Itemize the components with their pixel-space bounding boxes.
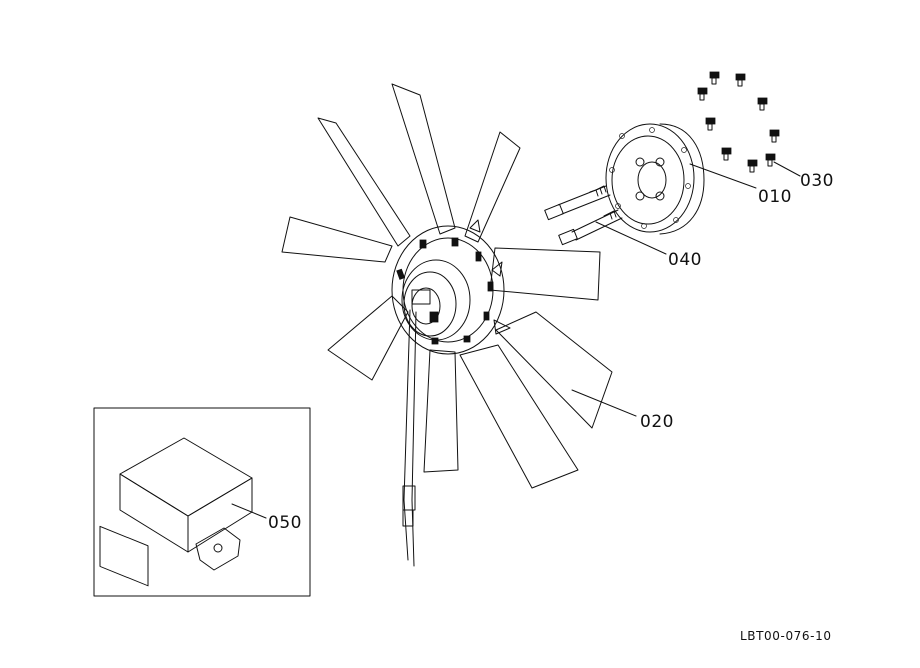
leader-040: [595, 221, 667, 255]
wire-connector: [402, 509, 414, 527]
ring-window: [483, 311, 490, 321]
flange-bolt-hole: [619, 133, 625, 139]
leader-050: [231, 503, 267, 519]
part-label-020: 020: [640, 412, 674, 432]
drawing-code: LBT00-076-10: [740, 629, 832, 643]
small-bolts: [697, 71, 780, 173]
flange-bolt-hole: [609, 167, 615, 173]
leader-010: [689, 163, 757, 189]
mounting-hole: [213, 543, 223, 553]
clutch-face: [403, 271, 457, 337]
small-bolt: [747, 159, 758, 173]
long-bolts: [544, 185, 623, 246]
flange-shoulder: [659, 123, 705, 235]
small-bolt: [697, 87, 708, 101]
small-bolt: [721, 147, 732, 161]
wire-harness: [411, 311, 417, 567]
flange-bolt-hole: [641, 223, 647, 229]
mounting-tab: [195, 527, 241, 571]
clutch-center: [411, 287, 441, 325]
fan-blade: [459, 344, 579, 489]
hub-outer-ring: [391, 225, 505, 355]
flange-bolt-hole: [685, 183, 691, 189]
inset-frame: [93, 407, 311, 597]
wire-harness: [403, 309, 411, 561]
leader-020: [571, 389, 637, 417]
flange-plate: [605, 123, 695, 233]
fan-blade: [281, 216, 393, 263]
small-bolt: [735, 73, 746, 87]
small-bolt: [709, 71, 720, 85]
flange-bolt-hole: [615, 203, 621, 209]
flange-hub: [637, 161, 667, 199]
ring-window: [396, 268, 406, 280]
part-label-050: 050: [268, 513, 302, 533]
module-side: [187, 477, 253, 553]
flange-hole: [635, 157, 645, 167]
flange-hole: [655, 157, 665, 167]
fan-blade: [327, 295, 409, 381]
module-front: [119, 473, 189, 553]
ring-tip: [469, 219, 481, 233]
flange-bolt-hole: [649, 127, 655, 133]
flange-bolt-hole: [673, 217, 679, 223]
leader-030: [773, 161, 801, 177]
long-bolt: [544, 185, 611, 221]
fan-blade: [391, 83, 456, 235]
part-label-010: 010: [758, 187, 792, 207]
connector-pin: [429, 311, 439, 323]
flange-hole: [655, 191, 665, 201]
small-bolt: [765, 153, 776, 167]
fan-blade: [495, 311, 613, 429]
ring-window: [451, 237, 459, 247]
small-bolt: [769, 129, 780, 143]
small-bolt: [705, 117, 716, 131]
drive-flange: [605, 123, 705, 235]
ring-window: [431, 337, 439, 345]
controller-module: [99, 437, 253, 587]
ring-tip: [493, 319, 511, 335]
long-bolt: [558, 209, 623, 246]
flange-hole: [635, 191, 645, 201]
ring-window: [487, 281, 494, 292]
flange-plate-inner: [611, 135, 685, 225]
fan-assembly: [281, 83, 613, 567]
clutch-body: [401, 259, 471, 341]
connector-block: [411, 289, 431, 305]
ring-window: [419, 239, 427, 249]
part-label-030: 030: [800, 171, 834, 191]
fan-blade: [423, 349, 459, 473]
fan-blade: [464, 131, 521, 243]
ring-tip: [491, 261, 503, 277]
flange-bolt-hole: [681, 147, 687, 153]
fan-blade: [489, 247, 601, 301]
fan-blade: [317, 117, 411, 247]
ring-window: [463, 335, 471, 343]
module-connector: [99, 525, 149, 587]
part-label-040: 040: [668, 250, 702, 270]
ring-window: [475, 251, 482, 262]
small-bolt: [757, 97, 768, 111]
